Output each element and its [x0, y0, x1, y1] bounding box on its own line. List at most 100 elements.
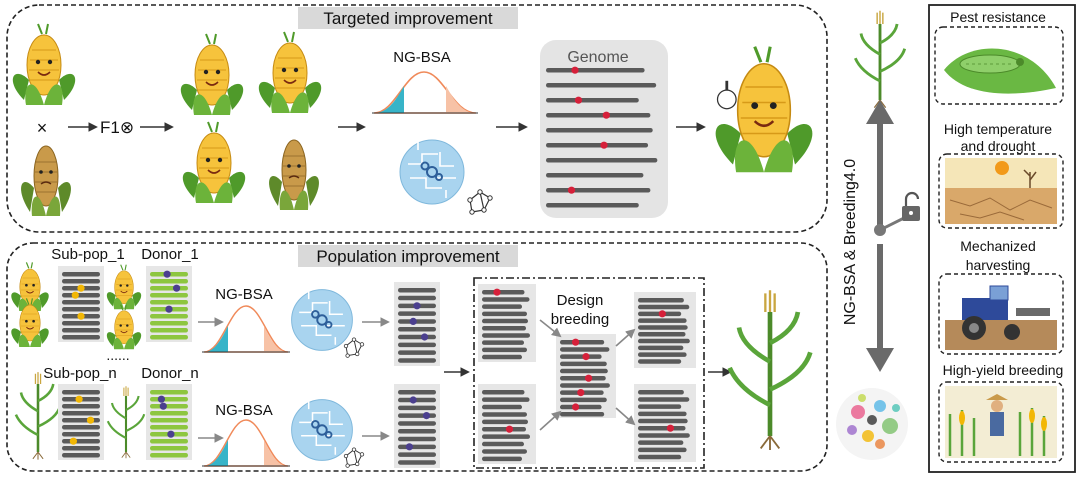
donorn-plant-icon: [106, 385, 146, 460]
subpop1-genome: [62, 272, 100, 340]
subpopn-plant-icon: [14, 370, 62, 461]
donorn-chromosome-bar: [150, 397, 188, 402]
arrow-tl-to-center: [539, 319, 562, 338]
f2-corn-4-icon: [268, 139, 320, 211]
axis-arrowhead-down: [866, 348, 894, 372]
design-bl-chromosome-bar: [482, 390, 525, 395]
design-tl-chromosome-bar: [482, 297, 530, 302]
selected-top-chromosome-bar: [398, 342, 436, 348]
design-center-chromosome-bar: [560, 397, 607, 403]
design-center-chromosome-marker: [582, 353, 590, 361]
donor1-chromosome-bar: [150, 314, 188, 319]
network-graph-icon: [467, 189, 493, 215]
subpopn-chromosome-bar: [62, 411, 100, 416]
subpopn-chromosome-bar: [62, 453, 100, 458]
design-tl-chromosome-bar: [482, 290, 525, 295]
targeted-frame: [6, 4, 828, 233]
design-center-chromosome-marker: [572, 403, 580, 411]
design-center-chromosome-bar: [560, 368, 608, 374]
subpopn-chromosome-bar: [62, 446, 100, 451]
subpop1-chromosome-marker: [77, 284, 85, 292]
design-br-chromosome-bar: [638, 440, 684, 445]
subpopn-chromosome-bar: [62, 418, 100, 423]
donorn-chromosome-bar: [150, 418, 188, 423]
design-genome-center: [560, 338, 610, 417]
subpopn-label: Sub-pop_n: [43, 365, 116, 382]
design-tr-chromosome-bar: [638, 298, 684, 303]
subpop1-chromosome-bar: [62, 321, 100, 326]
genome-chromosome-marker: [602, 111, 610, 119]
trait-heat-frame: [938, 153, 1064, 229]
design-genome-top-left: [482, 288, 530, 360]
design-breeding-frame: [473, 277, 705, 469]
subpopn-chromosome-marker: [86, 416, 95, 424]
donorn-chromosome-marker: [159, 402, 167, 410]
design-br-chromosome-bar: [638, 397, 690, 402]
subpop1-chromosome-bar: [62, 293, 100, 298]
network-graph-top-icon: [343, 337, 365, 358]
genome-chromosome-marker: [600, 141, 608, 149]
trait-mech-label-1: Mechanized: [960, 238, 1036, 254]
final-improved-plant-icon: [730, 290, 811, 450]
cornfield-farmer-icon: [945, 386, 1057, 458]
donorn-chromosome-marker: [167, 430, 175, 438]
subpop1-corn-a-icon: [10, 261, 50, 312]
design-tr-chromosome-bar: [638, 345, 684, 351]
selected-top-chromosome-marker: [421, 333, 429, 341]
selected-bottom-chromosome-bar: [398, 421, 436, 426]
design-br-chromosome-bar: [638, 447, 687, 453]
design-tl-chromosome-bar: [482, 311, 527, 317]
genome-chromosome-bar: [546, 158, 658, 163]
subpop1-chromosome-bar: [62, 272, 100, 277]
selected-top-chromosome-bar: [398, 311, 436, 316]
genome-chromosome-marker: [567, 186, 576, 194]
selected-bottom-chromosome-bar: [398, 460, 436, 465]
selected-top-chromosome-bar: [398, 327, 436, 332]
design-bl-chromosome-bar: [482, 427, 526, 432]
genome-chromosome-bar: [546, 173, 644, 178]
donor1-chromosome-marker: [163, 270, 171, 278]
genome-chromosomes: [546, 66, 658, 208]
selected-genome-top: [398, 288, 436, 363]
arrow-center-to-br: [615, 407, 636, 426]
donorn-chromosome-bar: [150, 411, 188, 416]
ml-network-circle-icon: [399, 139, 465, 205]
diversity-mosaic-icon: [836, 388, 908, 460]
design-tl-chromosome-bar: [482, 340, 524, 345]
design-br-chromosome-bar: [638, 411, 687, 417]
design-br-chromosome-bar: [638, 433, 690, 438]
design-tl-chromosome-bar: [482, 354, 522, 360]
design-label-1: Design: [557, 292, 604, 309]
improved-corn-thumbs-up-icon: [714, 45, 814, 174]
design-br-chromosome-bar: [638, 454, 682, 460]
selected-bottom-chromosome-bar: [398, 397, 436, 403]
targeted-title-bg: [298, 7, 518, 29]
design-center-chromosome-marker: [585, 374, 593, 382]
design-br-chromosome-marker: [666, 424, 675, 432]
design-tr-chromosome-bar: [638, 332, 686, 337]
subpopn-genome: [62, 390, 100, 458]
genome-chromosome-bar: [546, 113, 651, 118]
donor1-genome: [150, 270, 188, 340]
donorn-chromosome-marker: [157, 395, 165, 403]
design-tr-chromosome-bar: [638, 325, 688, 330]
design-tr-chromosome-bar: [638, 338, 690, 344]
subpop1-chromosome-marker: [71, 291, 79, 299]
design-genome-bottom-left: [482, 390, 530, 462]
population-title-bg: [298, 245, 518, 267]
design-br-chromosome-bar: [638, 390, 684, 395]
parent-corn-sad-icon: [20, 145, 72, 217]
traits-frame: [928, 4, 1076, 473]
ngbsa-label-targeted: NG-BSA: [393, 49, 451, 66]
ml-network-circle-top-icon: [290, 288, 354, 352]
design-center-chromosome-bar: [560, 383, 610, 388]
ngbsa-distribution-targeted: [372, 71, 478, 114]
subpop1-chromosome-marker: [77, 312, 85, 320]
design-center-chromosome-bar: [560, 404, 602, 410]
design-label-2: breeding: [551, 311, 609, 328]
selected-bottom-chromosome-bar: [398, 429, 436, 434]
design-bl-chromosome-bar: [482, 441, 524, 447]
genome-chromosome-marker: [571, 66, 579, 74]
donorn-chromosome-bar: [150, 453, 188, 458]
